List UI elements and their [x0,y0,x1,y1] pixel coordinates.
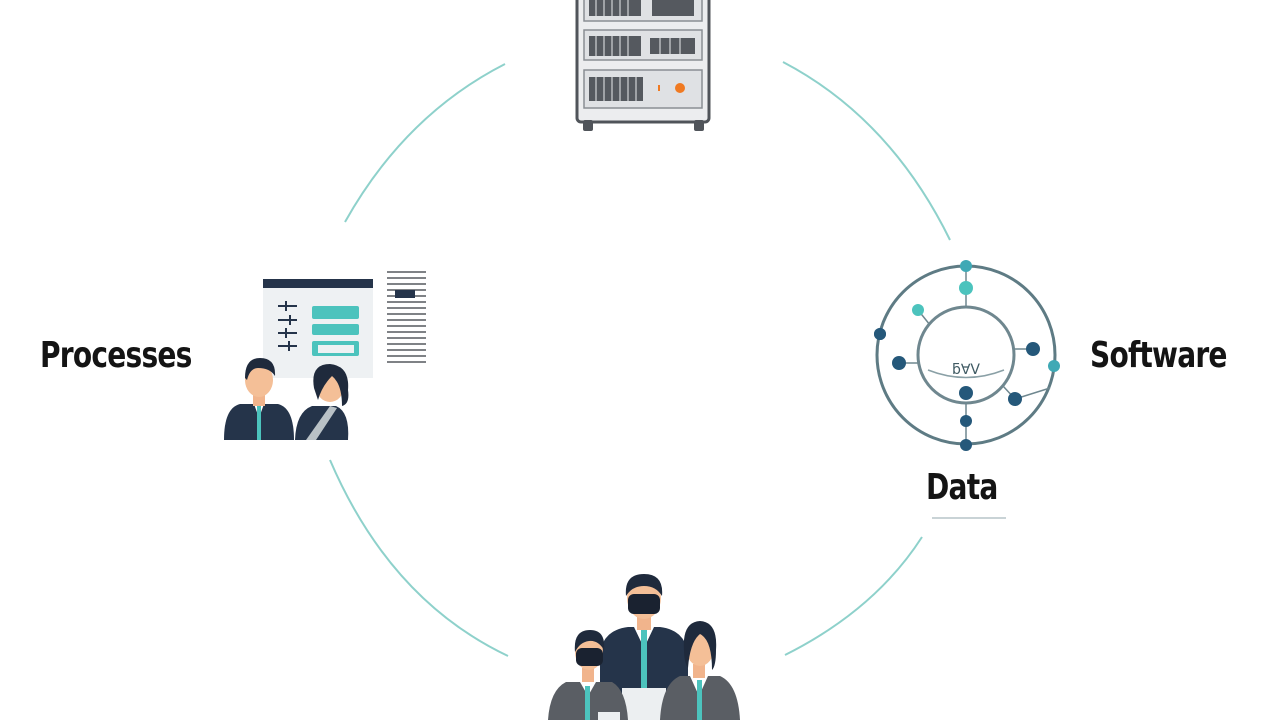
data-label-underline [932,517,1006,519]
people-group-icon [548,574,740,720]
data-network-icon: ƃ∀V [874,260,1060,451]
server-rack-icon [575,0,711,131]
cycle-ring [329,61,951,657]
team-dashboard-icon [224,271,426,440]
data-node-text: ƃ∀V [952,362,980,378]
data-label: Data [926,467,998,508]
ring-arc-bottom-right [784,536,923,656]
ring-arc-bottom-left [329,459,509,657]
ring-arc-top-left [344,63,506,223]
ring-arc-top-right [782,61,951,241]
processes-label: Processes [40,335,192,376]
software-label: Software [1090,335,1227,376]
